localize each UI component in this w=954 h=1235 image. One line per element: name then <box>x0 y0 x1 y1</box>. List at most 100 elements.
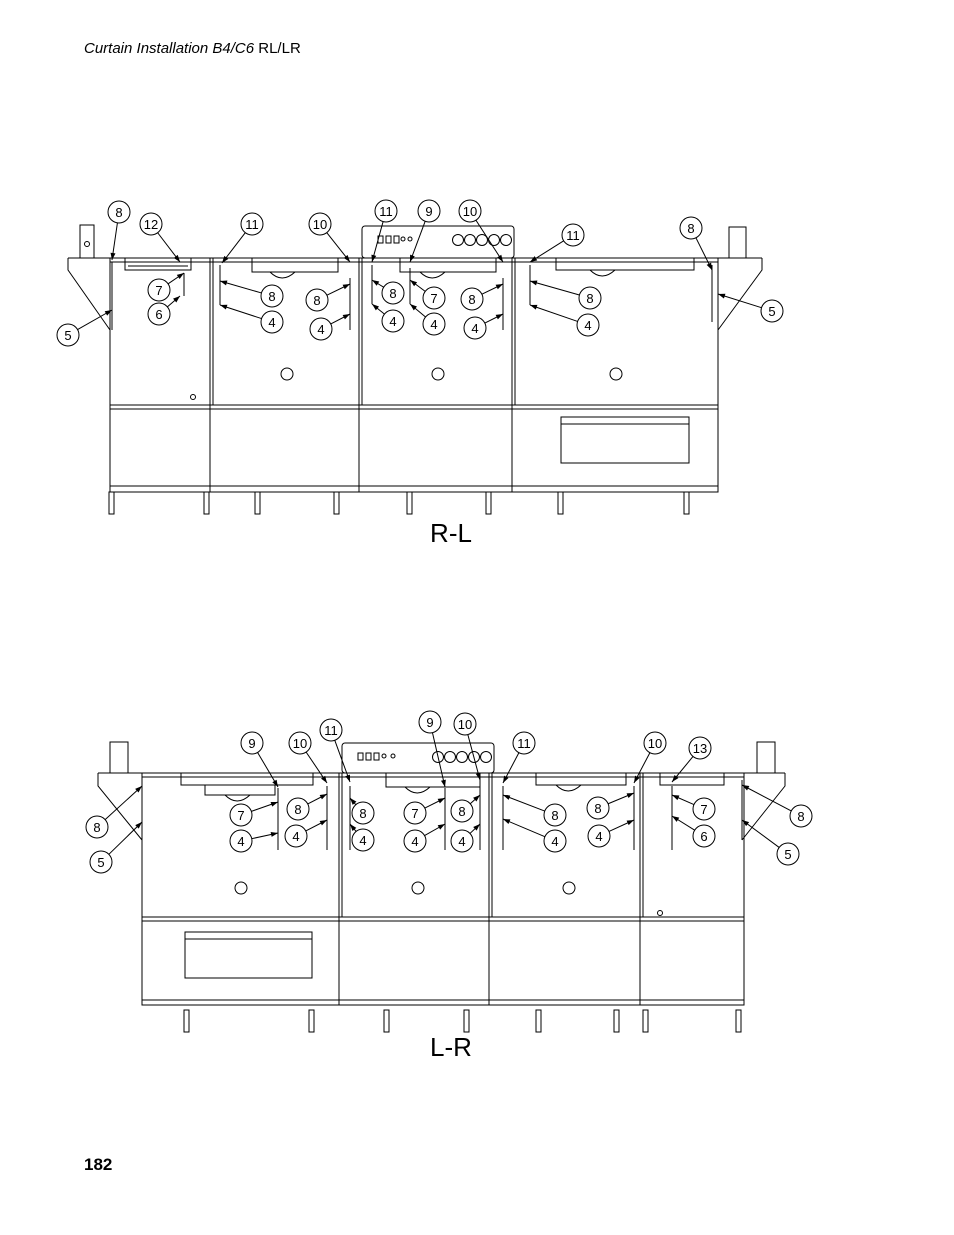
page-header: Curtain Installation B4/C6 RL/LR <box>84 40 301 57</box>
callout-label: 10 <box>463 204 477 219</box>
callout-arrowhead <box>495 284 503 290</box>
callout-balloon <box>418 710 442 734</box>
callout-balloon <box>319 718 343 742</box>
callout-arrowhead <box>410 280 418 287</box>
callout-label: 5 <box>97 855 104 870</box>
callout-balloon <box>422 312 446 336</box>
callout-balloon <box>417 199 441 223</box>
callout-arrowhead <box>503 795 511 800</box>
callout-arrowhead <box>342 314 350 320</box>
callout-arrowhead <box>350 824 357 832</box>
callout-balloon <box>56 323 80 347</box>
callout-arrowhead <box>321 775 327 783</box>
machine-drawing-rl <box>67 224 763 515</box>
callout-balloon <box>688 736 712 760</box>
callout-arrowhead <box>497 254 503 262</box>
callout-balloon <box>679 216 703 240</box>
callout-leader <box>409 221 426 263</box>
callout-label: 8 <box>594 801 601 816</box>
callout-label: 8 <box>115 205 122 220</box>
callout-label: 5 <box>768 304 775 319</box>
callout-balloon <box>229 803 253 827</box>
callout-arrowhead <box>437 824 445 830</box>
callout-label: 5 <box>784 847 791 862</box>
callout-balloon <box>460 287 484 311</box>
callout-balloon <box>351 828 375 852</box>
callout-leader <box>529 304 578 322</box>
callout-label: 10 <box>313 217 327 232</box>
callout-balloon <box>453 712 477 736</box>
callout-arrowhead <box>495 314 503 320</box>
callout-label: 7 <box>155 283 162 298</box>
callout-balloon <box>147 302 171 326</box>
callout-label: 4 <box>430 317 437 332</box>
callout-balloon <box>760 299 784 323</box>
callout-label: 8 <box>458 804 465 819</box>
callout-label: 11 <box>324 723 338 738</box>
callout-label: 8 <box>687 221 694 236</box>
callout-label: 8 <box>93 820 100 835</box>
callout-balloon <box>578 286 602 310</box>
callout-label: 8 <box>313 293 320 308</box>
callout-label: 11 <box>566 228 580 243</box>
callout-arrowhead <box>503 819 511 825</box>
callout-balloon <box>587 824 611 848</box>
callout-arrowhead <box>437 798 445 804</box>
callout-label: 10 <box>293 736 307 751</box>
callout-balloon <box>692 797 716 821</box>
callout-arrowhead <box>176 273 184 280</box>
callout-label: 5 <box>64 328 71 343</box>
callout-label: 11 <box>379 204 393 219</box>
callout-arrowhead <box>372 304 380 311</box>
diagram-caption-rl: R-L <box>430 518 472 548</box>
callout-label: 4 <box>471 321 478 336</box>
callout-label: 7 <box>430 291 437 306</box>
callout-arrowhead <box>135 786 142 793</box>
callout-arrowhead <box>220 304 228 310</box>
callout-balloon <box>374 199 398 223</box>
callout-arrowhead <box>270 832 278 837</box>
callout-balloon <box>381 281 405 305</box>
callout-label: 10 <box>458 717 472 732</box>
callout-arrowhead <box>220 280 228 286</box>
callout-arrowhead <box>173 254 180 262</box>
callout-label: 4 <box>584 318 591 333</box>
callout-balloon <box>450 829 474 853</box>
callout-leader <box>108 821 143 855</box>
callout-label: 8 <box>359 806 366 821</box>
callout-arrowhead <box>350 798 357 805</box>
callout-label: 7 <box>700 802 707 817</box>
callout-balloon <box>229 829 253 853</box>
callout-balloon <box>403 801 427 825</box>
page-number: 182 <box>84 1155 113 1174</box>
callout-leader <box>717 293 762 309</box>
callout-balloon <box>576 313 600 337</box>
callout-arrowhead <box>410 254 415 262</box>
callout-label: 4 <box>237 834 244 849</box>
callout-leader <box>431 732 446 788</box>
callout-label: 11 <box>517 736 531 751</box>
callout-balloon <box>85 815 109 839</box>
callout-arrowhead <box>272 779 278 787</box>
callout-balloon <box>260 310 284 334</box>
callout-arrowhead <box>372 280 380 286</box>
callout-arrowhead <box>530 304 538 310</box>
callout-balloon <box>543 829 567 853</box>
callout-leader <box>502 818 546 838</box>
callout-balloon <box>450 799 474 823</box>
callout-label: 4 <box>595 829 602 844</box>
callout-balloon <box>305 288 329 312</box>
callout-label: 4 <box>359 833 366 848</box>
callout-label: 4 <box>268 315 275 330</box>
callout-leader <box>529 280 580 296</box>
callout-label: 4 <box>389 314 396 329</box>
callout-arrowhead <box>530 280 538 286</box>
callout-arrowhead <box>135 822 142 829</box>
callout-balloon <box>308 212 332 236</box>
callout-label: 4 <box>411 834 418 849</box>
callout-balloon <box>776 842 800 866</box>
callout-label: 7 <box>237 808 244 823</box>
callout-label: 13 <box>693 741 707 756</box>
